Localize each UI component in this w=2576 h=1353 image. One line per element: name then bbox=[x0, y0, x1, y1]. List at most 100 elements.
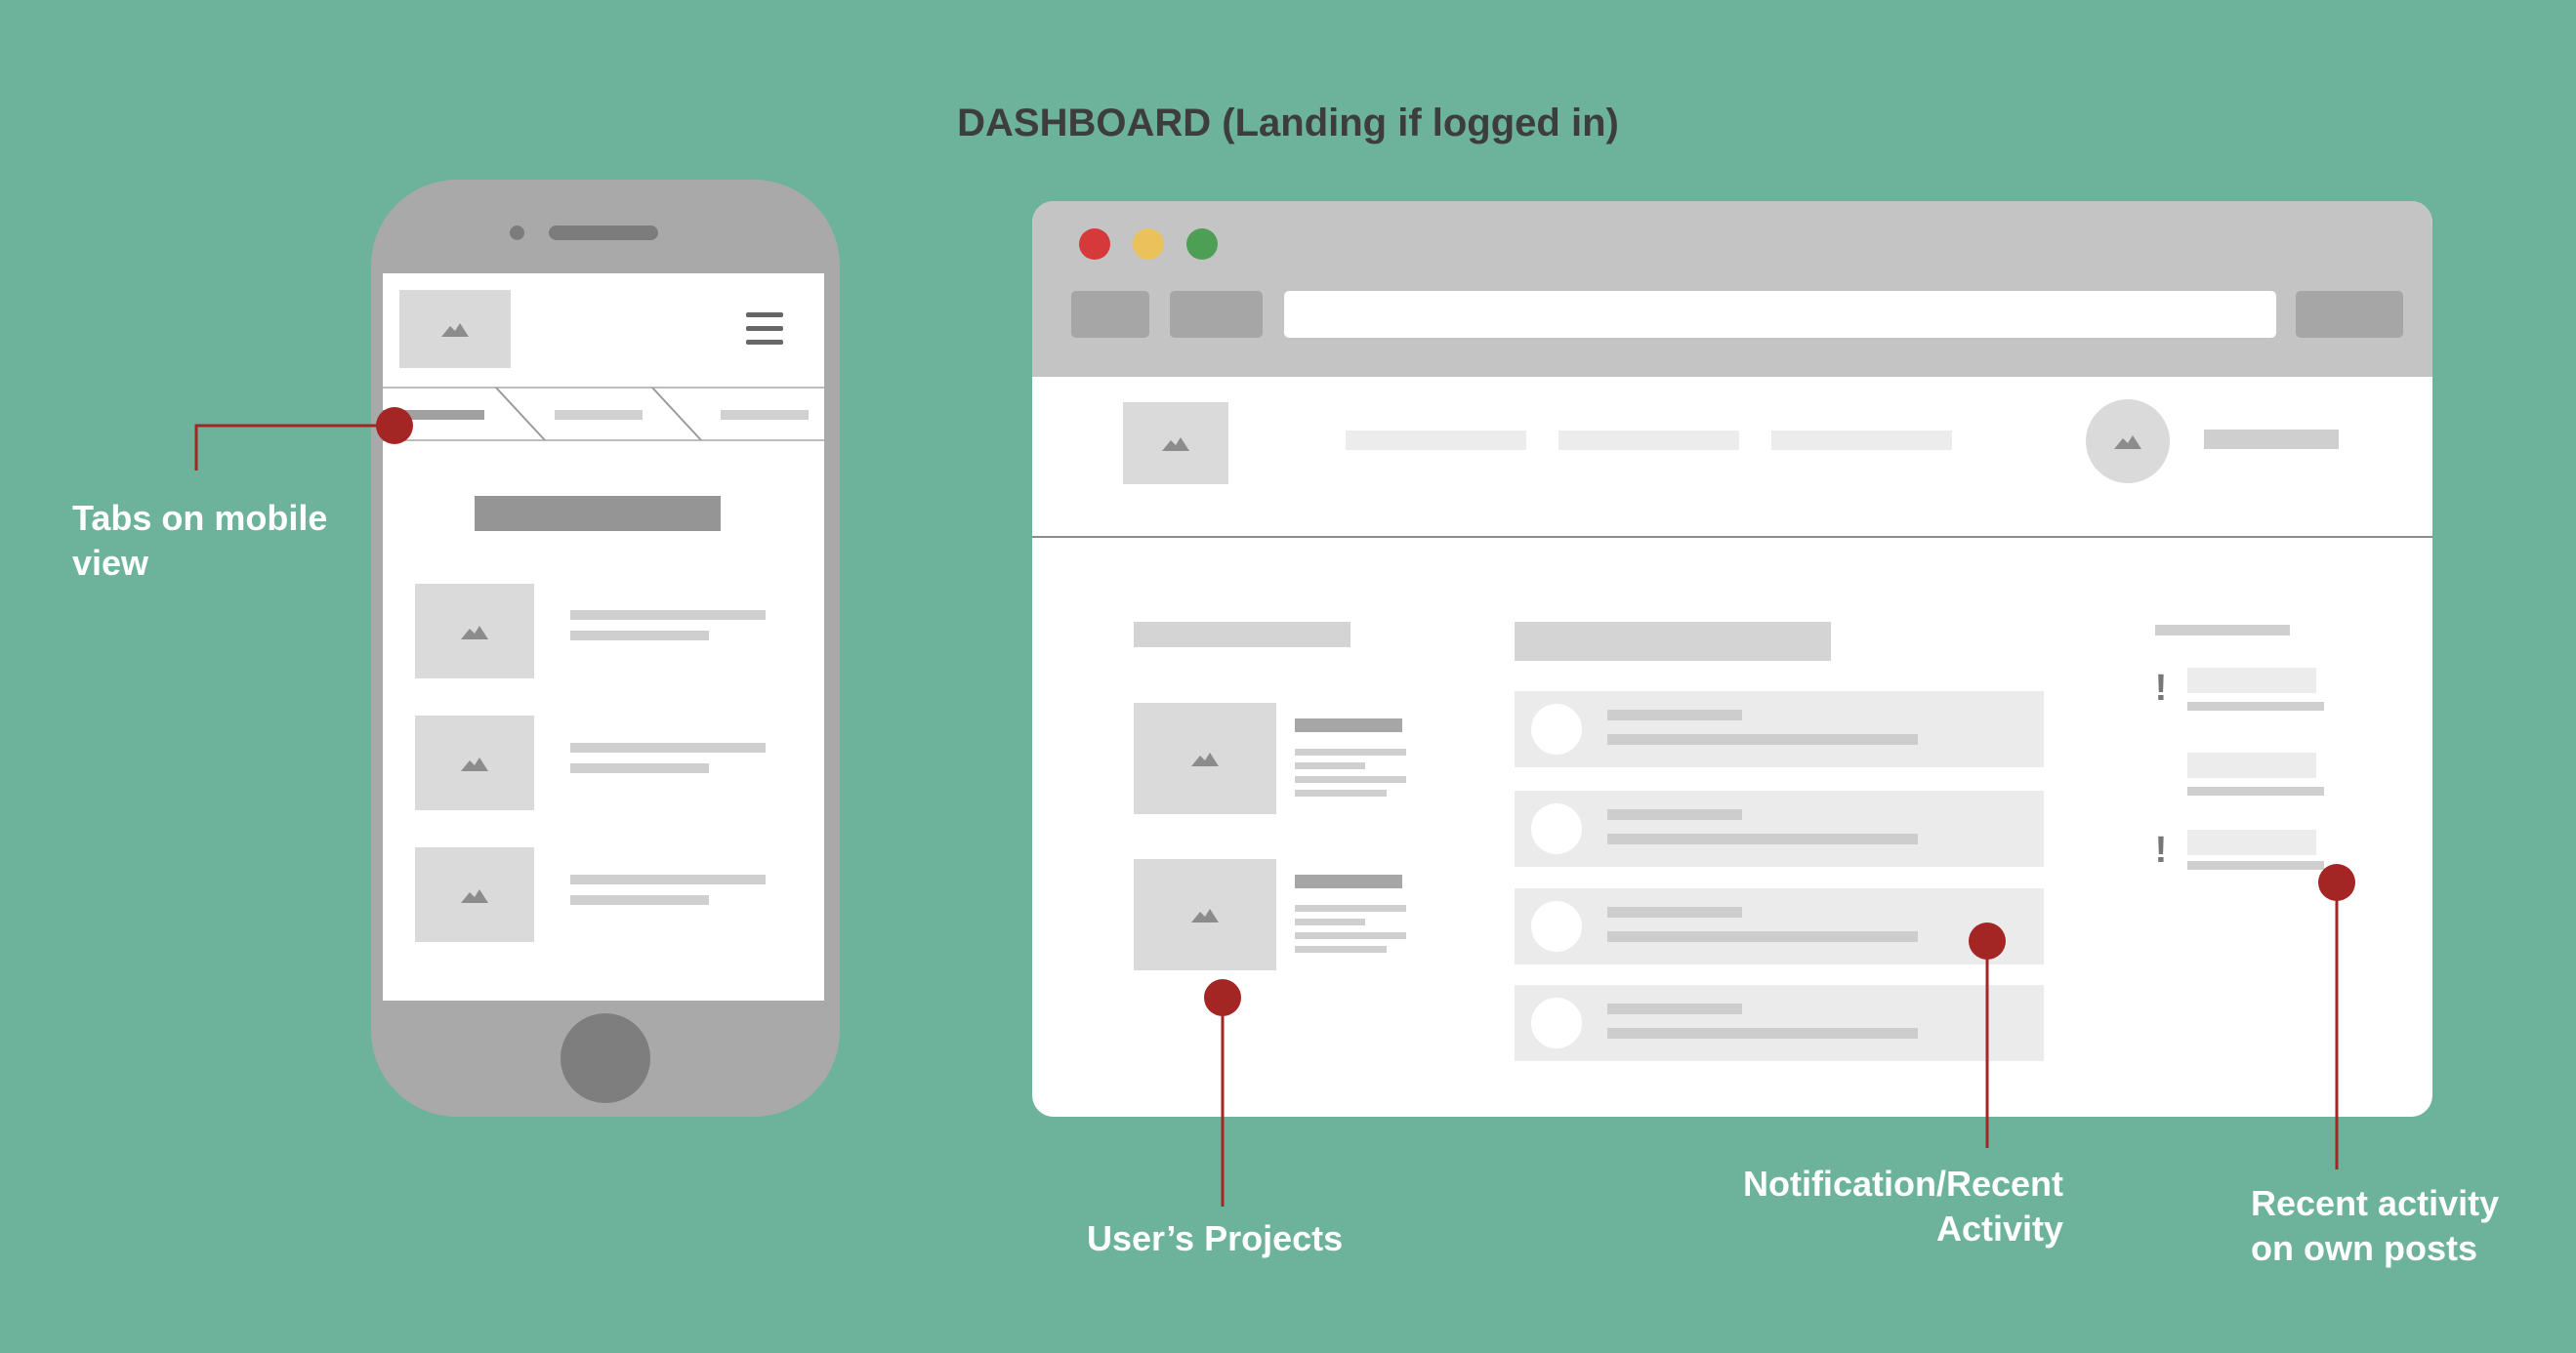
sidebar-line bbox=[2187, 861, 2324, 870]
mobile-list-line bbox=[570, 610, 766, 620]
mountain-icon bbox=[1191, 753, 1219, 766]
address-bar bbox=[1284, 291, 2276, 338]
sidebar-line bbox=[2187, 787, 2324, 796]
feed-avatar bbox=[1531, 803, 1582, 854]
notification-annotation: Notification/Recent Activity bbox=[1673, 1162, 2063, 1251]
feed-item bbox=[1515, 888, 2044, 964]
notification-annotation-line1: Notification/Recent bbox=[1742, 1164, 2063, 1204]
recent-annotation-line1: Recent activity bbox=[2251, 1183, 2500, 1223]
notification-annotation-line2: Activity bbox=[1935, 1209, 2063, 1249]
mountain-icon bbox=[1191, 909, 1219, 922]
mobile-list-line bbox=[570, 763, 709, 773]
feed-line bbox=[1607, 907, 1742, 918]
project-title bbox=[1295, 718, 1402, 732]
site-logo-placeholder bbox=[1123, 402, 1228, 484]
nav-item bbox=[1558, 430, 1739, 450]
project-title bbox=[1295, 875, 1402, 888]
project-line bbox=[1295, 919, 1365, 925]
feed-line bbox=[1607, 931, 1918, 942]
mobile-list-thumb bbox=[415, 716, 534, 810]
projects-heading bbox=[1134, 622, 1350, 647]
header-divider bbox=[1032, 536, 2432, 538]
mobile-list-line bbox=[570, 875, 766, 884]
close-dot bbox=[1079, 228, 1110, 260]
mobile-tab-1[interactable] bbox=[383, 410, 484, 420]
browser-action-button bbox=[2296, 291, 2403, 338]
username-placeholder bbox=[2204, 430, 2339, 449]
phone-screen bbox=[383, 273, 824, 1001]
feed-avatar bbox=[1531, 901, 1582, 952]
project-line bbox=[1295, 762, 1365, 769]
feed-line bbox=[1607, 710, 1742, 720]
mobile-list-line bbox=[570, 631, 709, 640]
alert-icon: ! bbox=[2154, 830, 2168, 871]
project-line bbox=[1295, 905, 1406, 912]
mobile-section-heading bbox=[475, 496, 721, 531]
desktop-wireframe: ! ! bbox=[1032, 201, 2432, 1117]
feed-avatar bbox=[1531, 998, 1582, 1048]
mountain-icon bbox=[461, 888, 488, 903]
sidebar-heading bbox=[2155, 625, 2290, 636]
alert-icon: ! bbox=[2154, 668, 2168, 709]
hamburger-icon[interactable] bbox=[746, 312, 783, 346]
project-thumb bbox=[1134, 703, 1276, 814]
recent-annotation-line2: on own posts bbox=[2251, 1228, 2477, 1268]
forward-button bbox=[1170, 291, 1263, 338]
sidebar-item bbox=[2187, 830, 2316, 855]
feed-line bbox=[1607, 809, 1742, 820]
sidebar-item bbox=[2187, 668, 2316, 693]
mobile-list-thumb bbox=[415, 584, 534, 678]
mobile-tab-bar bbox=[383, 387, 824, 441]
page-title: DASHBOARD (Landing if logged in) bbox=[957, 102, 1619, 144]
back-button bbox=[1071, 291, 1149, 338]
mountain-icon bbox=[461, 757, 488, 771]
feed-item bbox=[1515, 985, 2044, 1061]
feed-line bbox=[1607, 734, 1918, 745]
phone-home-button bbox=[561, 1013, 650, 1103]
feed-item bbox=[1515, 691, 2044, 767]
maximize-dot bbox=[1186, 228, 1218, 260]
tabs-annotation: Tabs on mobile view bbox=[72, 496, 327, 586]
project-line bbox=[1295, 776, 1406, 783]
mountain-icon bbox=[441, 323, 469, 337]
mobile-wireframe bbox=[371, 180, 840, 1117]
recent-annotation: Recent activity on own posts bbox=[2251, 1181, 2499, 1271]
tabs-annotation-line2: view bbox=[72, 543, 149, 583]
recent-marker bbox=[2318, 864, 2355, 901]
feed-avatar bbox=[1531, 704, 1582, 755]
phone-speaker bbox=[549, 226, 658, 240]
feed-item bbox=[1515, 791, 2044, 867]
mobile-tab-3[interactable] bbox=[721, 410, 809, 420]
feed-heading bbox=[1515, 622, 1831, 661]
notification-marker bbox=[1969, 922, 2006, 960]
tabs-callout-line bbox=[194, 424, 395, 471]
projects-marker bbox=[1204, 979, 1241, 1016]
project-line bbox=[1295, 790, 1387, 797]
project-line bbox=[1295, 946, 1387, 953]
tabs-annotation-line1: Tabs on mobile bbox=[72, 498, 328, 538]
mobile-tab-2[interactable] bbox=[555, 410, 643, 420]
phone-camera bbox=[510, 226, 524, 240]
sidebar-line bbox=[2187, 702, 2324, 711]
mobile-list-line bbox=[570, 895, 709, 905]
tabs-marker bbox=[376, 407, 413, 444]
mobile-list-line bbox=[570, 743, 766, 753]
mountain-icon bbox=[2114, 435, 2141, 449]
sidebar-item bbox=[2187, 753, 2316, 778]
mobile-list-thumb bbox=[415, 847, 534, 942]
browser-chrome bbox=[1032, 201, 2432, 377]
project-thumb bbox=[1134, 859, 1276, 970]
feed-line bbox=[1607, 1004, 1742, 1014]
nav-item bbox=[1346, 430, 1526, 450]
project-line bbox=[1295, 749, 1406, 756]
mountain-icon bbox=[1162, 437, 1189, 451]
projects-annotation: User’s Projects bbox=[1087, 1218, 1344, 1258]
avatar bbox=[2086, 399, 2170, 483]
mobile-logo-placeholder bbox=[399, 290, 511, 368]
nav-item bbox=[1771, 430, 1952, 450]
project-line bbox=[1295, 932, 1406, 939]
feed-line bbox=[1607, 1028, 1918, 1039]
feed-line bbox=[1607, 834, 1918, 844]
minimize-dot bbox=[1133, 228, 1164, 260]
